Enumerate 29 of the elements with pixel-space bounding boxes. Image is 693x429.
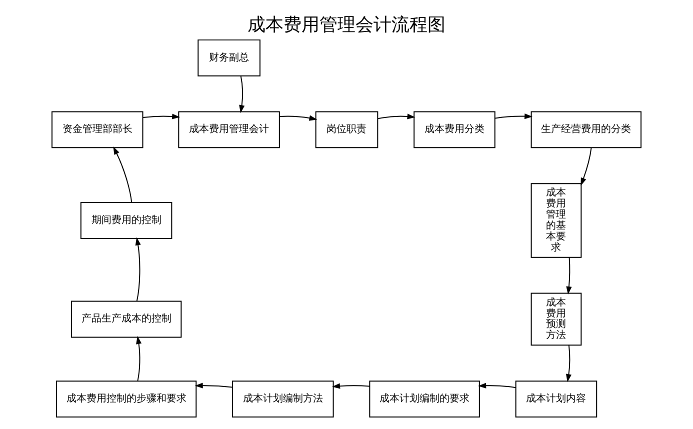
- node-box: 成本费用管理会计: [178, 111, 280, 148]
- node-box: 成本费用预测方法: [530, 292, 582, 346]
- arrow: [377, 114, 416, 120]
- node-box: 成本计划编制方法: [232, 380, 334, 418]
- arrow: [332, 383, 370, 389]
- diagram-title: 成本费用管理会计流程图: [248, 14, 446, 36]
- node-box: 成本费用分类: [414, 111, 496, 148]
- arrow: [194, 382, 234, 388]
- node-box: 生产经营费用的分类: [530, 111, 642, 148]
- node-box: 资金管理部部长: [52, 111, 144, 148]
- arrow: [494, 114, 533, 120]
- arrow: [279, 115, 318, 121]
- arrow: [135, 237, 141, 302]
- arrow: [566, 344, 572, 382]
- node-box: 成本计划内容: [515, 380, 598, 418]
- node-box: 成本费用管理的基本要求: [530, 183, 582, 258]
- arrow: [566, 257, 572, 295]
- arrow: [580, 147, 592, 186]
- arrow: [136, 336, 142, 382]
- arrow: [142, 114, 180, 120]
- arrow: [478, 382, 516, 388]
- node-box: 成本计划编制的要求: [369, 380, 480, 418]
- arrow: [113, 146, 132, 203]
- node-box: 岗位职责: [315, 111, 378, 148]
- arrow: [239, 76, 245, 114]
- node-box: 成本费用控制的步骤和要求: [56, 380, 197, 418]
- node-box: 期间费用的控制: [80, 202, 172, 239]
- node-box: 财务副总: [198, 39, 260, 76]
- node-box: 产品生产成本的控制: [70, 300, 182, 338]
